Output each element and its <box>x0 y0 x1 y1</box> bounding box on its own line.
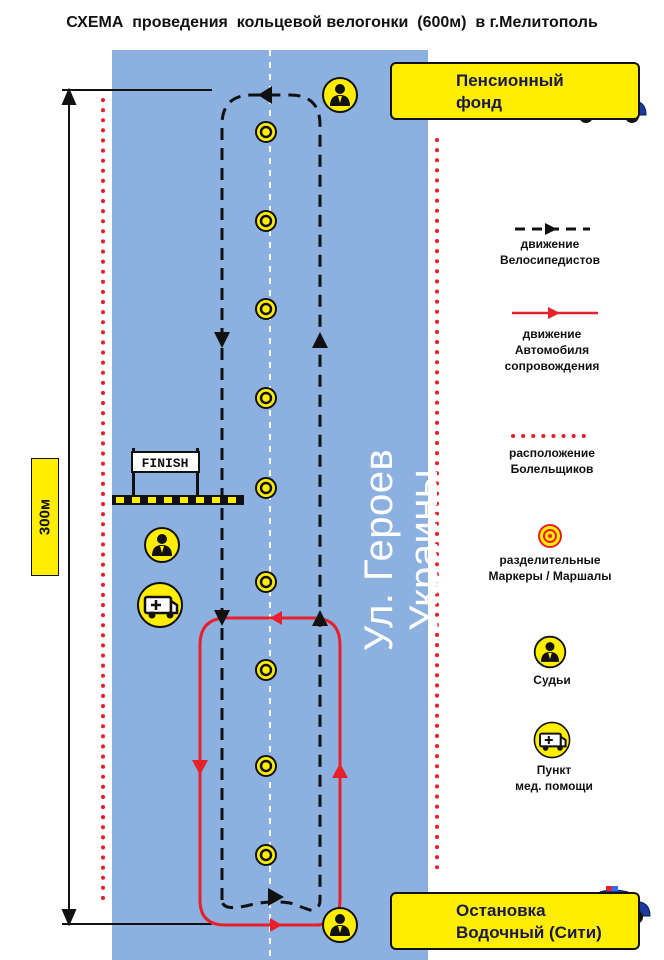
legend-cyclists: движение Велосипедистов <box>499 237 601 267</box>
judge-icon <box>144 527 180 563</box>
marker-icon <box>254 386 278 410</box>
landmark-top-label: Пенсионный фонд <box>456 71 564 112</box>
legend-icons <box>511 223 598 759</box>
finish-line: FINISH <box>112 448 244 505</box>
marker-icon <box>254 120 278 144</box>
cyclist-route <box>220 93 322 912</box>
landmark-bus-stop: Остановка Водочный (Сити) <box>390 892 640 950</box>
legend-spectators: расположение Болельщиков <box>509 446 595 476</box>
judge-icon <box>322 907 358 943</box>
landmark-pension-fund: Пенсионный фонд <box>390 62 640 120</box>
markers <box>254 120 278 867</box>
finish-label: FINISH <box>142 456 189 471</box>
legend-markers: разделительные Маркеры / Маршалы <box>488 553 612 583</box>
street-name: Ул. Героев Украины <box>357 448 446 652</box>
marker-icon <box>254 297 278 321</box>
legend-judges: Судьи <box>533 673 571 687</box>
distance-label: 300м <box>31 458 59 576</box>
marker-icon <box>254 754 278 778</box>
marker-icon <box>254 476 278 500</box>
legend-medical: Пункт мед. помощи <box>515 763 593 793</box>
judge-icon <box>322 77 358 113</box>
marker-icon <box>254 843 278 867</box>
marker-icon <box>254 570 278 594</box>
spectator-dots <box>101 98 439 907</box>
marker-icon <box>254 209 278 233</box>
distance-dimension <box>61 87 212 927</box>
marker-icon <box>254 658 278 682</box>
page-title: СХЕМА проведения кольцевой велогонки (60… <box>66 14 598 31</box>
legend-escort-car: движение Автомобиля сопровождения <box>504 327 600 373</box>
landmark-bottom-label: Остановка Водочный (Сити) <box>456 901 602 942</box>
ambulance-icon <box>136 581 184 629</box>
